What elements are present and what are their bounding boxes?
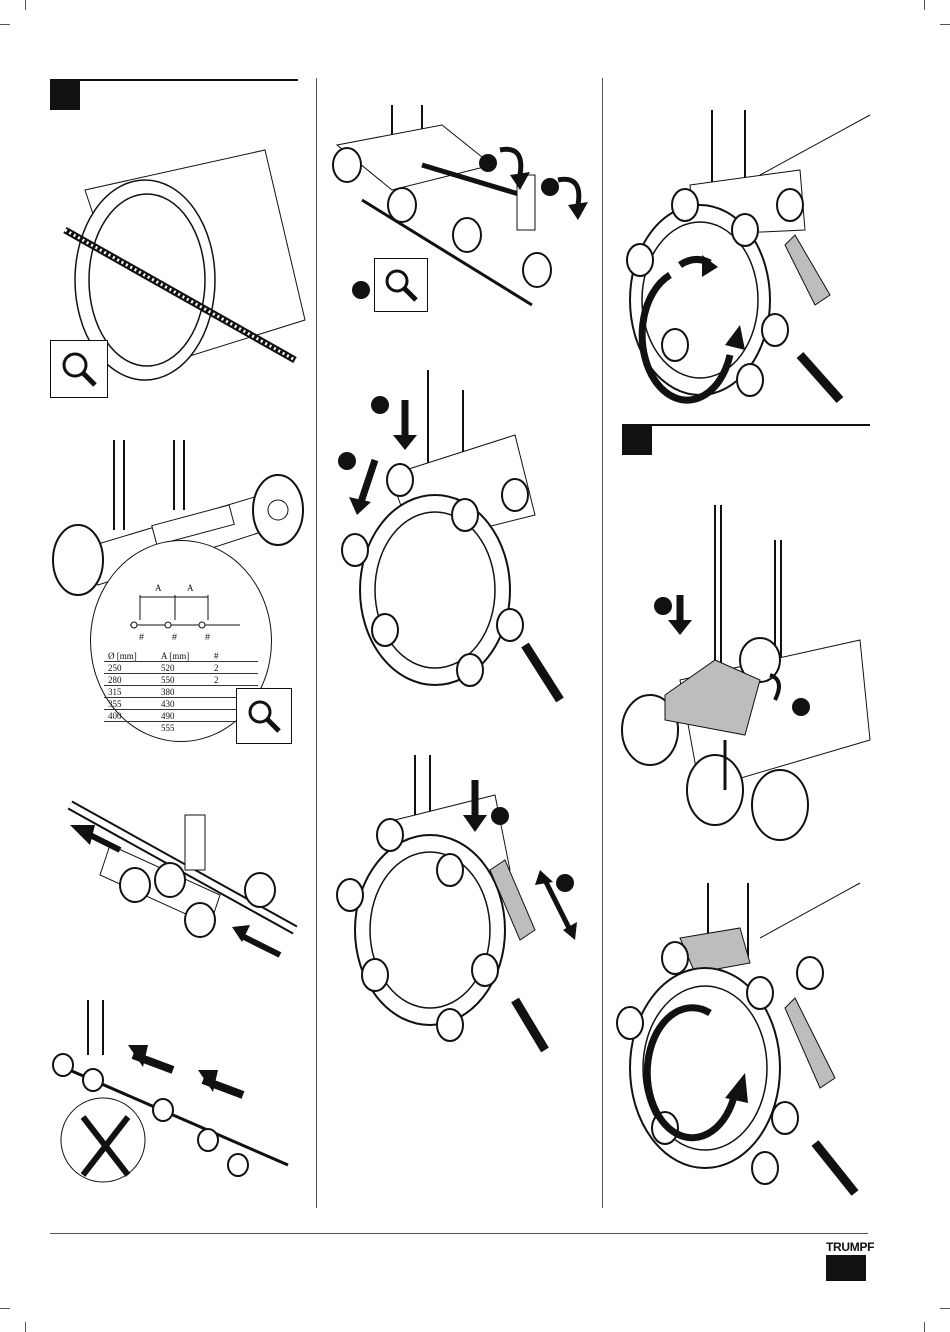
final-rotation-illustration [620,878,870,1203]
step-rule [622,424,870,426]
step-marker [50,80,80,110]
guide-head-illustration [620,500,870,840]
marker-label: # [172,632,177,642]
column-divider [316,78,317,1208]
step-dot [654,597,672,615]
crop-mark [0,1308,10,1309]
clamping-illustration [335,750,585,1060]
table-cell: 355 [104,698,157,710]
step-dot [792,698,810,716]
step-marker [622,425,652,455]
crop-mark [940,24,950,25]
table-row: 315 380 [104,686,258,698]
crop-mark [924,1322,925,1332]
footer-rule [50,1233,868,1234]
table-cell: 550 [157,674,210,686]
step-dot [556,874,574,892]
diameter-spacing-table: Ø [mm] A [mm] # 250 520 2 280 550 2 315 … [104,650,258,733]
table-row: 555 [104,722,258,734]
table-header: A [mm] [157,650,210,662]
table-row: 400 490 [104,710,258,722]
table-cell: 400 [104,710,157,722]
table-row: 250 520 2 [104,662,258,674]
rotate-icon [553,170,593,230]
step-rule [50,79,298,81]
brand-logo: TRUMPF [826,1240,874,1254]
table-cell: 280 [104,674,157,686]
magnifier-icon [236,688,292,744]
table-row: 355 430 [104,698,258,710]
spacing-label: A [187,583,194,593]
column-divider [602,78,603,1208]
table-row: 280 550 2 [104,674,258,686]
rod-wheels-illustration [60,795,300,965]
crop-mark [25,0,26,10]
step-dot [352,281,370,299]
step-dot [338,452,356,470]
table-cell: 380 [157,686,210,698]
ring-mounting-illustration [335,365,585,705]
magnifier-icon [50,340,108,398]
table-cell [104,722,157,734]
magnifier-icon [374,258,428,312]
table-cell: 555 [157,722,210,734]
spacing-label: A [155,583,162,593]
table-cell: 490 [157,710,210,722]
crop-mark [924,0,925,10]
table-header: Ø [mm] [104,650,157,662]
marker-label: # [139,632,144,642]
table-cell: 2 [210,662,258,674]
rotate-icon [495,140,535,200]
page-tab [826,1255,866,1281]
table-cell: 520 [157,662,210,674]
step-dot [371,396,389,414]
crop-mark [940,1308,950,1309]
crop-mark [25,1322,26,1332]
table-cell: 250 [104,662,157,674]
table-cell: 315 [104,686,157,698]
marker-label: # [205,632,210,642]
assembly-illustration [48,995,298,1185]
rotation-illustration [620,105,870,410]
table-header: # [210,650,258,662]
step-dot [491,807,509,825]
crop-mark [0,24,10,25]
table-cell: 2 [210,674,258,686]
table-cell: 430 [157,698,210,710]
